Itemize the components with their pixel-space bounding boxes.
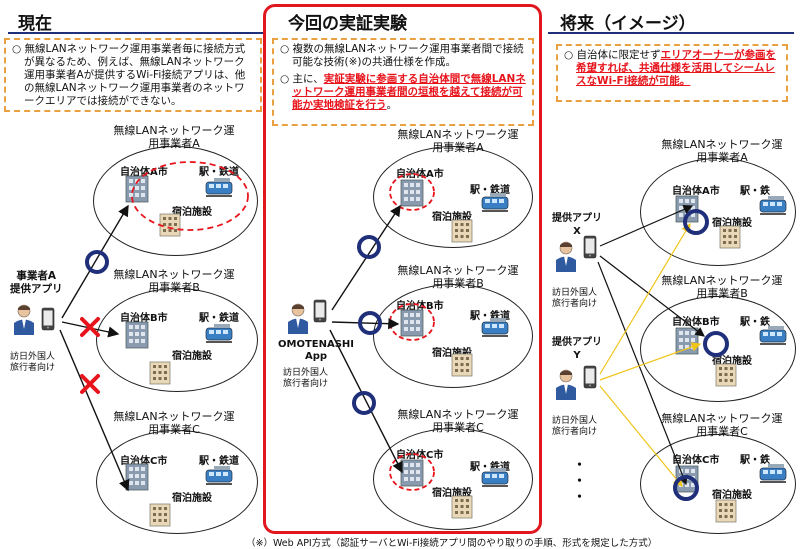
traveler-icon xyxy=(14,305,34,335)
connection-arrow xyxy=(332,322,398,324)
connection-arrow xyxy=(62,206,128,318)
city-building-icon xyxy=(126,322,148,348)
city-building-icon xyxy=(401,460,423,486)
hotel-icon xyxy=(150,362,170,384)
ok-circle-icon xyxy=(87,252,107,272)
traveler-icon xyxy=(556,370,576,400)
train-icon xyxy=(482,318,508,337)
city-building-icon xyxy=(401,180,423,206)
connection-arrow xyxy=(598,262,686,484)
train-icon xyxy=(760,326,786,345)
hotel-icon xyxy=(452,496,472,518)
connection-arrow xyxy=(600,206,692,246)
traveler-icon xyxy=(556,242,576,272)
hotel-icon xyxy=(150,504,170,526)
city-building-icon xyxy=(126,464,148,490)
hotel-icon xyxy=(452,220,472,242)
train-icon xyxy=(206,324,232,343)
train-icon xyxy=(206,466,232,485)
hotel-icon xyxy=(720,226,740,248)
train-icon xyxy=(482,468,508,487)
smartphone-icon xyxy=(584,236,596,258)
connection-arrow-yellow xyxy=(600,386,682,486)
traveler-icon xyxy=(288,304,308,334)
connection-arrow xyxy=(60,330,128,490)
smartphone-icon xyxy=(42,308,54,330)
ng-cross-icon xyxy=(82,376,98,392)
train-icon xyxy=(206,178,232,197)
connection-arrow xyxy=(600,256,704,336)
connection-arrow xyxy=(330,330,402,472)
city-building-icon xyxy=(676,328,698,354)
train-icon xyxy=(760,196,786,215)
smartphone-icon xyxy=(314,300,326,322)
hotel-icon xyxy=(716,500,736,522)
hotel-icon xyxy=(716,364,736,386)
smartphone-icon xyxy=(584,366,596,388)
city-building-icon xyxy=(126,176,148,202)
hotel-icon xyxy=(160,214,180,236)
city-building-icon xyxy=(401,310,423,336)
train-icon xyxy=(482,193,508,212)
hotel-icon xyxy=(452,354,472,376)
ok-circle-icon xyxy=(705,333,727,355)
train-icon xyxy=(760,464,786,483)
